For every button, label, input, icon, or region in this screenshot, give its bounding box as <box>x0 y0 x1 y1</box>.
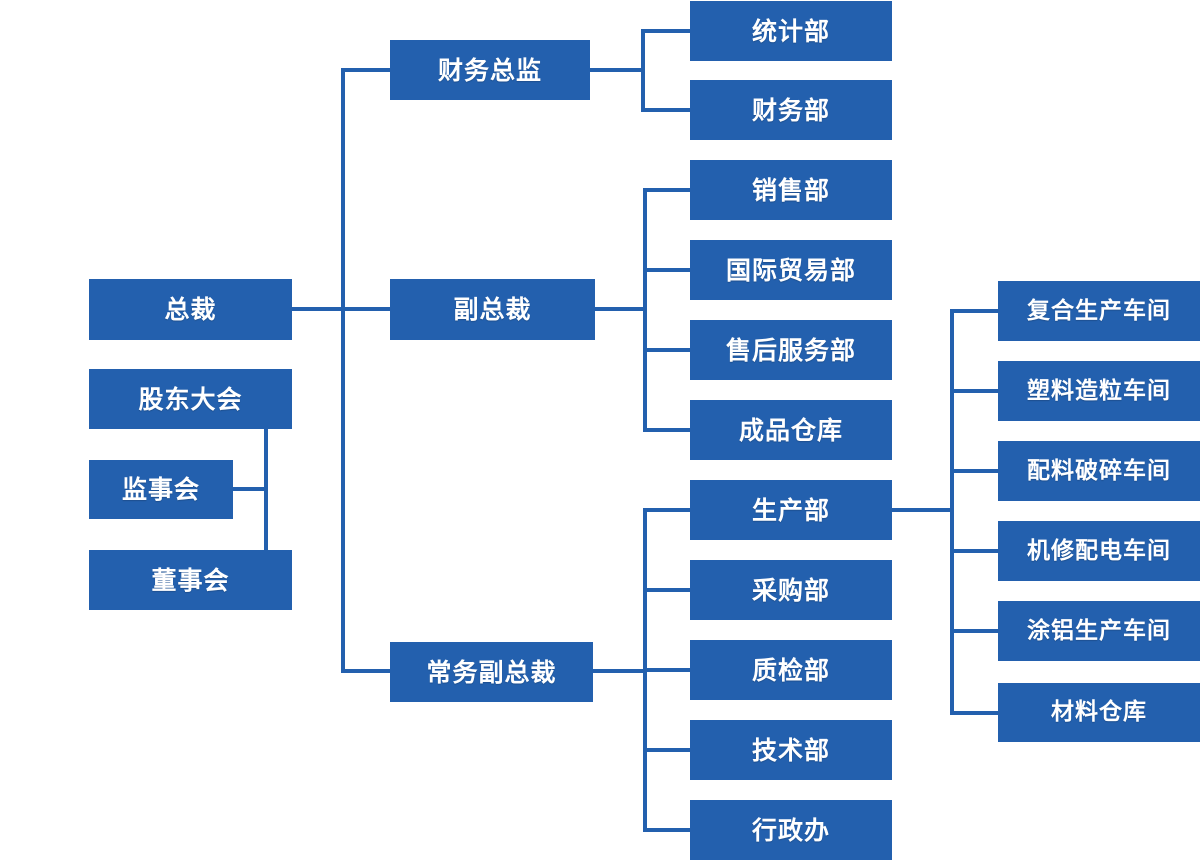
connector-vp-to-intl-trade <box>643 268 690 272</box>
node-purchasing-dept[interactable]: 采购部 <box>690 560 892 620</box>
connector-vp-out <box>595 307 645 311</box>
node-statistics-dept[interactable]: 统计部 <box>690 1 892 61</box>
connector-vp-bracket <box>643 188 647 428</box>
connector-vp-to-after-sales <box>643 348 690 352</box>
node-board-of-directors[interactable]: 董事会 <box>89 550 292 610</box>
connector-trunk-to-evp <box>341 669 390 673</box>
node-maintenance-power-workshop[interactable]: 机修配电车间 <box>998 521 1200 581</box>
connector-to-crushing-workshop <box>950 469 998 473</box>
connector-governance-spine <box>264 429 268 550</box>
connector-to-composite-workshop <box>950 309 998 313</box>
node-executive-vice-president[interactable]: 常务副总裁 <box>390 642 593 702</box>
connector-evp-to-quality <box>643 668 690 672</box>
node-board-of-supervisors[interactable]: 监事会 <box>89 460 233 519</box>
node-material-warehouse[interactable]: 材料仓库 <box>998 683 1200 742</box>
connector-cfo-to-finance <box>641 108 690 112</box>
connector-vp-to-finished-goods-warehouse <box>643 428 690 432</box>
node-quality-inspection-dept[interactable]: 质检部 <box>690 640 892 700</box>
connector-governance-to-supervisors <box>233 487 266 491</box>
connector-cfo-bracket <box>641 29 645 110</box>
connector-evp-out <box>593 669 645 673</box>
connector-evp-to-production <box>643 508 690 512</box>
connector-evp-to-purchasing <box>643 588 690 592</box>
connector-workshops-bracket <box>950 309 954 713</box>
connector-main-trunk <box>341 68 345 673</box>
connector-cfo-out <box>590 68 643 72</box>
node-production-dept[interactable]: 生产部 <box>690 480 892 540</box>
node-vice-president[interactable]: 副总裁 <box>390 279 595 340</box>
connector-president-to-trunk <box>292 307 347 311</box>
node-finance-dept[interactable]: 财务部 <box>690 80 892 140</box>
node-composite-production-workshop[interactable]: 复合生产车间 <box>998 281 1200 341</box>
connector-production-out <box>892 508 952 512</box>
connector-evp-to-technology <box>643 748 690 752</box>
connector-to-plastic-granulation-workshop <box>950 389 998 393</box>
node-material-crushing-workshop[interactable]: 配料破碎车间 <box>998 441 1200 501</box>
node-plastic-granulation-workshop[interactable]: 塑料造粒车间 <box>998 361 1200 421</box>
connector-to-aluminum-coating-workshop <box>950 629 998 633</box>
node-international-trade-dept[interactable]: 国际贸易部 <box>690 240 892 300</box>
node-president[interactable]: 总裁 <box>89 279 292 340</box>
connector-vp-to-sales <box>643 188 690 192</box>
node-administration-office[interactable]: 行政办 <box>690 800 892 860</box>
connector-trunk-to-vp <box>341 307 390 311</box>
node-technology-dept[interactable]: 技术部 <box>690 720 892 780</box>
node-sales-dept[interactable]: 销售部 <box>690 160 892 220</box>
node-cfo[interactable]: 财务总监 <box>390 40 590 100</box>
connector-cfo-to-statistics <box>641 29 690 33</box>
connector-to-material-warehouse <box>950 711 998 715</box>
node-aluminum-coating-workshop[interactable]: 涂铝生产车间 <box>998 601 1200 661</box>
connector-trunk-to-cfo <box>341 68 390 72</box>
node-finished-goods-warehouse[interactable]: 成品仓库 <box>690 400 892 460</box>
connector-evp-to-administration <box>643 828 690 832</box>
connector-to-maintenance-power-workshop <box>950 549 998 553</box>
node-shareholders-meeting[interactable]: 股东大会 <box>89 369 292 429</box>
node-after-sales-service-dept[interactable]: 售后服务部 <box>690 320 892 380</box>
